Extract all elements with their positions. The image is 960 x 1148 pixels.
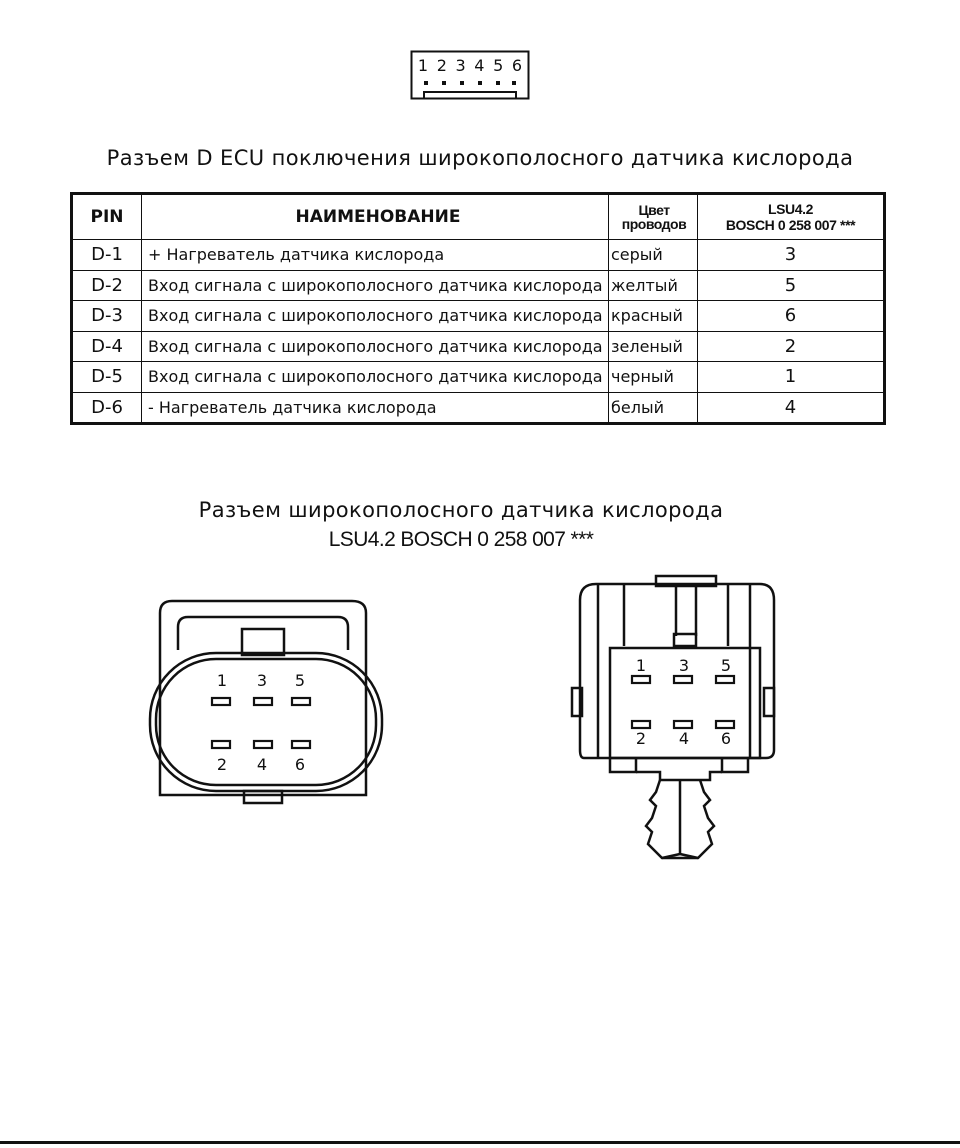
row-name: Вход сигнала с широкополосного датчика к… [141,300,609,332]
row-wire-color: желтый [608,269,698,301]
table-row: D-2 Вход сигнала с широкополосного датчи… [71,269,885,301]
top-pin-label: 4 [474,56,485,75]
table-row: D-5 Вход сигнала с широкополосного датчи… [71,361,885,393]
header-name: НАИМЕНОВАНИЕ [141,193,609,240]
row-pin: D-2 [71,269,142,301]
table-header-row: PIN НАИМЕНОВАНИЕ Цвет проводов LSU4.2 BO… [71,193,885,240]
sensor-connector-subtitle: LSU4.2 BOSCH 0 258 007 *** [328,528,594,551]
left-pin-label: 5 [294,671,306,690]
row-name: - Нагреватель датчика кислорода [141,391,609,424]
sensor-connector-outline [148,599,384,805]
left-pin-label: 4 [256,755,268,774]
header-pin: PIN [71,193,142,240]
row-pin: D-3 [71,300,142,332]
top-pin-label: 3 [455,56,466,75]
top-pin-label: 6 [511,56,523,75]
right-pin-label: 3 [678,656,690,675]
table-row: D-1 + Нагреватель датчика кислорода серы… [71,239,885,271]
harness-connector-outline [570,574,776,860]
top-pin-label: 2 [436,56,447,75]
row-wire-color: серый [608,239,698,271]
row-lsu-pin: 5 [697,269,885,301]
header-lsu-line2: BOSCH 0 258 007 *** [725,217,856,233]
row-name: Вход сигнала с широкополосного датчика к… [141,269,609,301]
left-pin-label: 2 [216,755,228,774]
right-pin-label: 1 [635,656,647,675]
ecu-connector-title: Разъем D ECU поключения широкополосного … [106,146,854,170]
row-name: Вход сигнала с широкополосного датчика к… [141,361,609,393]
bottom-divider [0,1141,960,1144]
right-pin-label: 4 [678,729,690,748]
row-lsu-pin: 6 [697,300,885,332]
top-connector-diagram [410,50,530,100]
header-lsu: LSU4.2 BOSCH 0 258 007 *** [697,193,885,240]
row-pin: D-6 [71,391,142,424]
table-row: D-6 - Нагреватель датчика кислорода белы… [71,391,885,424]
row-lsu-pin: 3 [697,239,885,271]
header-wire-color-line1: Цвет [638,202,670,218]
left-pin-label: 3 [256,671,268,690]
row-name: + Нагреватель датчика кислорода [141,239,609,271]
row-wire-color: черный [608,361,698,393]
left-pin-label: 6 [294,755,306,774]
top-connector-pin-labels: 1 2 3 4 5 6 [414,56,526,75]
right-pin-label: 2 [635,729,647,748]
right-pin-label: 5 [720,656,732,675]
harness-connector-front-view: 1 3 5 2 4 6 [570,570,780,865]
table-row: D-4 Вход сигнала с широкополосного датчи… [71,330,885,362]
row-lsu-pin: 2 [697,330,885,362]
row-lsu-pin: 1 [697,361,885,393]
row-pin: D-5 [71,361,142,393]
pinout-table: PIN НАИМЕНОВАНИЕ Цвет проводов LSU4.2 BO… [70,192,886,425]
top-pin-label: 1 [417,56,429,75]
table-row: D-3 Вход сигнала с широкополосного датчи… [71,300,885,332]
row-wire-color: красный [608,300,698,332]
row-wire-color: зеленый [608,330,698,362]
sensor-connector-front-view: 1 3 5 2 4 6 [140,595,390,810]
left-pin-label: 1 [216,671,228,690]
top-pin-label: 5 [493,56,504,75]
right-pin-label: 6 [720,729,732,748]
header-lsu-line1: LSU4.2 [767,201,814,217]
row-pin: D-1 [71,239,142,271]
row-wire-color: белый [608,391,698,424]
row-pin: D-4 [71,330,142,362]
header-wire-color-line2: проводов [621,216,687,232]
row-lsu-pin: 4 [697,391,885,424]
header-wire-color: Цвет проводов [608,193,698,240]
sensor-connector-title: Разъем широкополосного датчика кислорода [198,498,724,522]
row-name: Вход сигнала с широкополосного датчика к… [141,330,609,362]
